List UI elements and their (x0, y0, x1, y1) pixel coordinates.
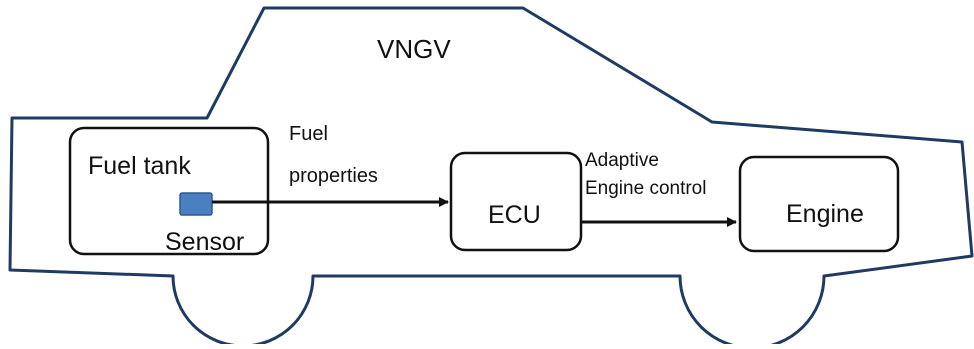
car-body-outline (8, 6, 974, 349)
fuel-tank-box (68, 126, 270, 256)
engine-label: Engine (786, 200, 864, 228)
engine-box (738, 155, 900, 253)
edge-label-line: Adaptive (585, 150, 659, 171)
fuel-tank-node: Fuel tank Sensor (68, 126, 270, 256)
edge-label-line: Engine control (585, 178, 706, 199)
ecu-label: ECU (488, 201, 541, 229)
ecu-node: ECU (449, 151, 583, 252)
edge-label-line: properties (289, 165, 378, 187)
engine-node: Engine (738, 155, 900, 253)
fuel-tank-label: Fuel tank (88, 152, 191, 180)
sensor-label: Sensor (165, 228, 244, 256)
sensor-square (179, 192, 213, 216)
diagram-title: VNGV (377, 34, 451, 64)
ecu-box (449, 151, 583, 252)
edge-label-line: Fuel (289, 123, 328, 145)
